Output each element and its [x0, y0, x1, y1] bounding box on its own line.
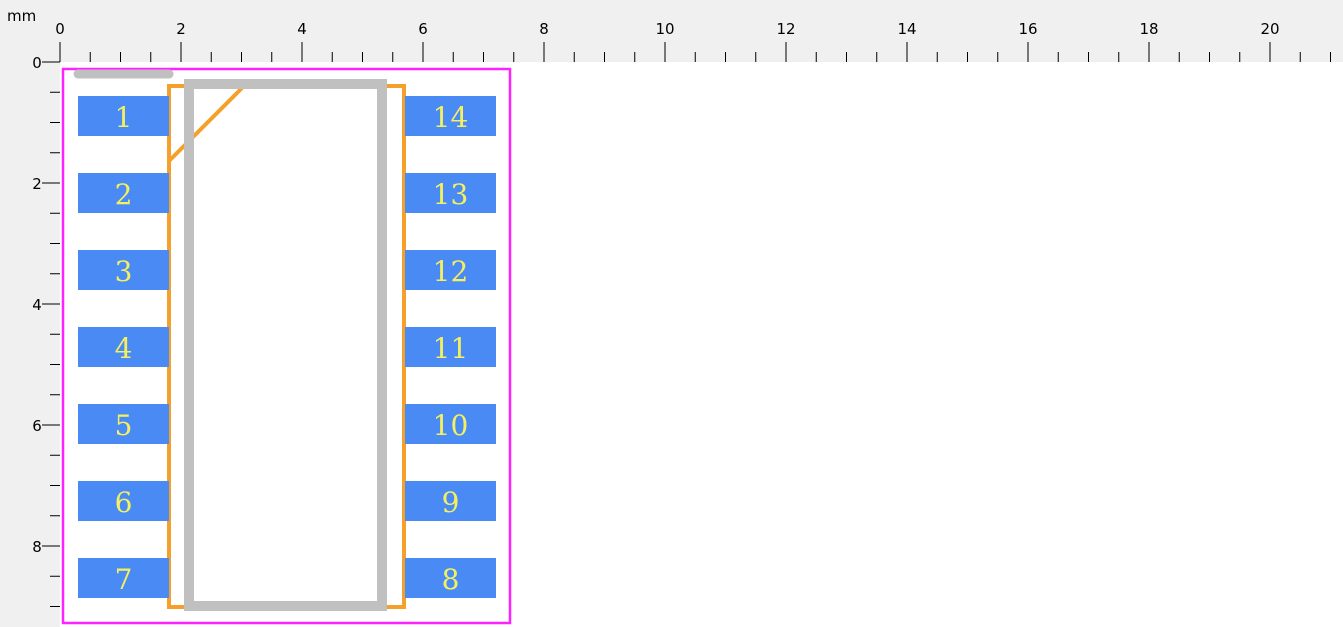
pad-number: 12 — [433, 255, 469, 288]
courtyard-outline[interactable] — [61, 67, 512, 625]
vertical-ruler-labels: 0 2 4 6 8 — [32, 54, 42, 556]
h-ruler-label: 8 — [539, 20, 549, 38]
pad-number: 7 — [115, 563, 133, 596]
h-ruler-label: 2 — [176, 20, 186, 38]
pad-7[interactable]: 7 — [78, 558, 169, 598]
pad-1[interactable]: 1 — [78, 96, 169, 136]
pad-number: 14 — [433, 101, 469, 134]
drawing-area[interactable] — [60, 62, 1343, 627]
pad-4[interactable]: 4 — [78, 327, 169, 367]
pad-number: 3 — [115, 255, 133, 288]
units-label: mm — [7, 7, 36, 25]
pad-5[interactable]: 5 — [78, 404, 169, 444]
h-ruler-label: 6 — [418, 20, 428, 38]
pad-number: 2 — [115, 178, 133, 211]
h-ruler-label: 20 — [1260, 20, 1279, 38]
v-ruler-label: 0 — [32, 54, 42, 72]
pad-3[interactable]: 3 — [78, 250, 169, 290]
pad-14[interactable]: 14 — [405, 96, 496, 136]
v-ruler-label: 8 — [32, 538, 42, 556]
pad-8[interactable]: 8 — [405, 558, 496, 598]
horizontal-ruler-labels: 0 2 4 6 8 10 12 14 16 18 20 — [55, 20, 1279, 38]
pad-number: 10 — [433, 409, 469, 442]
component-body[interactable] — [184, 79, 387, 611]
pad-number: 9 — [442, 486, 460, 519]
pad-number: 11 — [433, 332, 469, 365]
h-ruler-label: 10 — [655, 20, 674, 38]
vertical-ruler-ticks — [42, 61, 60, 607]
v-ruler-label: 2 — [32, 175, 42, 193]
pad-11[interactable]: 11 — [405, 327, 496, 367]
horizontal-ruler — [0, 0, 1343, 62]
pad-12[interactable]: 12 — [405, 250, 496, 290]
pad-6[interactable]: 6 — [78, 481, 169, 521]
v-ruler-label: 6 — [32, 417, 42, 435]
h-ruler-label: 14 — [897, 20, 916, 38]
pad-number: 5 — [115, 409, 133, 442]
pad-2[interactable]: 2 — [78, 173, 169, 213]
pad-number: 8 — [442, 563, 460, 596]
pad-number: 4 — [115, 332, 133, 365]
horizontal-ruler-ticks — [59, 42, 1331, 62]
h-ruler-label: 4 — [297, 20, 307, 38]
h-ruler-label: 16 — [1018, 20, 1037, 38]
pin1-chamfer — [167, 86, 244, 163]
pad-9[interactable]: 9 — [405, 481, 496, 521]
v-ruler-label: 4 — [32, 296, 42, 314]
pad-10[interactable]: 10 — [405, 404, 496, 444]
pad-13[interactable]: 13 — [405, 173, 496, 213]
h-ruler-label: 12 — [776, 20, 795, 38]
pad-number: 13 — [433, 178, 469, 211]
h-ruler-label: 0 — [55, 20, 65, 38]
pad-number: 1 — [115, 101, 133, 134]
vertical-ruler — [0, 0, 60, 627]
h-ruler-label: 18 — [1139, 20, 1158, 38]
pad-number: 6 — [115, 486, 133, 519]
